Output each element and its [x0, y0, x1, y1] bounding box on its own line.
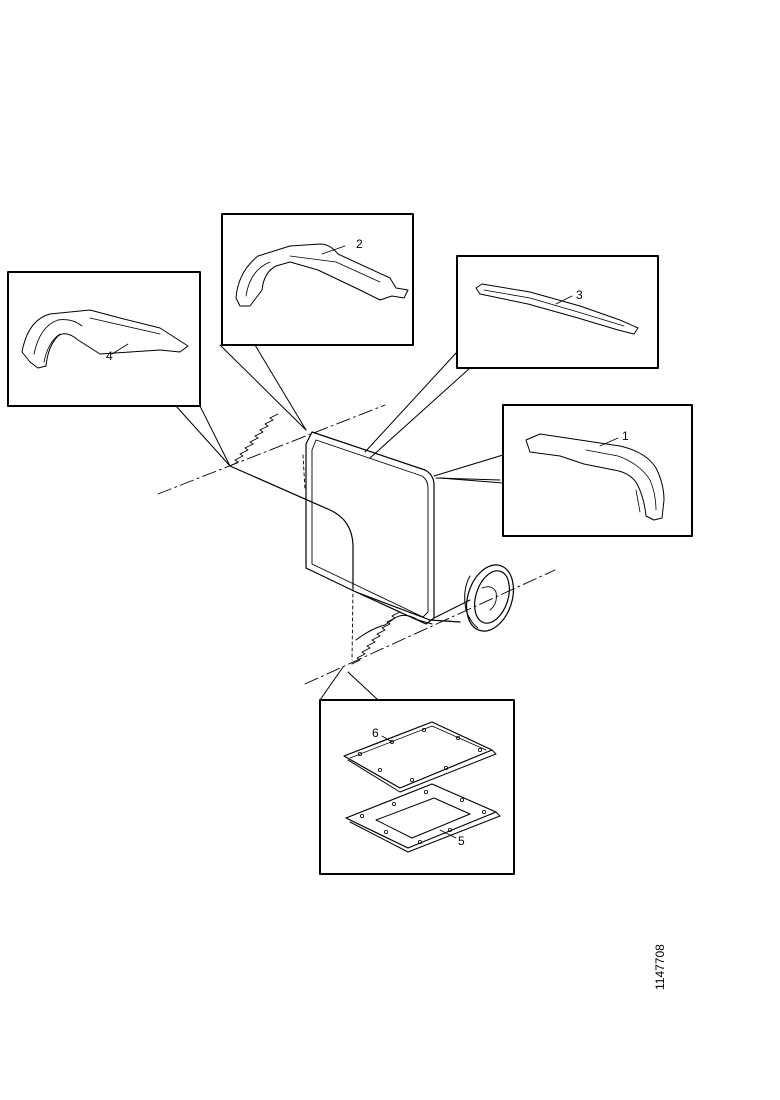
callout-5: 5	[458, 834, 465, 848]
callout-4: 4	[106, 349, 113, 363]
wheel-arch-panel-left	[21, 309, 189, 369]
figure-reference-number: 1147708	[653, 944, 667, 990]
callout-1: 1	[622, 429, 629, 443]
detail-box-3	[456, 255, 659, 369]
leader-lines	[175, 344, 504, 701]
bolt-holes	[357, 728, 486, 845]
callout-2: 2	[356, 237, 363, 251]
wheel-arch-panel-right	[525, 433, 665, 521]
callout-3: 3	[576, 288, 583, 302]
wheel-arch-panel-upper	[235, 243, 409, 307]
detail-box-5-6	[319, 699, 515, 875]
callout-6: 6	[372, 726, 379, 740]
floor-plate-6	[343, 721, 497, 793]
vehicle-body-outline	[157, 404, 556, 685]
detail-box-1	[502, 404, 693, 537]
detail-box-4	[7, 271, 201, 407]
roof-seal-strip	[475, 283, 639, 335]
gasket-frame-5	[345, 783, 501, 853]
detail-box-2	[221, 213, 414, 346]
